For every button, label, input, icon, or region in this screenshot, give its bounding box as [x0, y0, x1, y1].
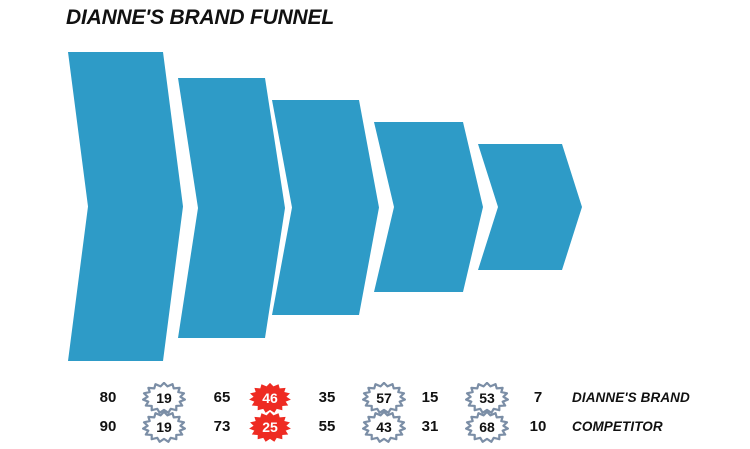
conversion-badge-value: 46	[262, 390, 278, 406]
table-cell-value: 73	[213, 418, 231, 435]
starburst-icon	[249, 382, 291, 413]
conversion-badge-value: 19	[156, 419, 172, 435]
funnel-data-table: 80 19 65 46 35 57 15 53 7 DIANNE'S BRAND 90 19 73 25…	[0, 382, 750, 446]
conversion-badge-value: 43	[376, 419, 392, 435]
page-title: DIANNE'S BRAND FUNNEL	[66, 6, 334, 29]
table-cell-value: 15	[421, 389, 439, 406]
starburst-icon	[465, 382, 509, 414]
conversion-badge: 68	[464, 411, 510, 443]
table-cell-value: 31	[421, 418, 439, 435]
conversion-badge: 43	[361, 411, 407, 443]
starburst-icon	[142, 382, 186, 414]
funnel-diagram: AWARECONSIDERPREFERBUYLOYAL	[0, 40, 750, 375]
series-legend-label: COMPETITOR	[572, 419, 663, 434]
starburst-icon	[465, 411, 509, 443]
conversion-badge: 19	[141, 411, 187, 443]
table-cell-value: 35	[318, 389, 336, 406]
table-row: 80 19 65 46 35 57 15 53 7 DIANNE'S BRAND	[0, 382, 750, 414]
table-cell-value: 80	[99, 389, 117, 406]
conversion-badge-highlighted: 25	[247, 411, 293, 443]
funnel-segment-consider[interactable]	[178, 78, 285, 338]
starburst-icon	[362, 382, 406, 414]
conversion-badge-value: 68	[479, 419, 495, 435]
table-cell-value: 65	[213, 389, 231, 406]
funnel-segment-loyal[interactable]	[478, 144, 582, 270]
starburst-icon	[249, 411, 291, 442]
table-cell-value: 90	[99, 418, 117, 435]
conversion-badge-value: 53	[479, 390, 495, 406]
conversion-badge-highlighted: 46	[247, 382, 293, 414]
funnel-segment-aware[interactable]	[68, 52, 183, 361]
starburst-icon	[362, 411, 406, 443]
funnel-segment-prefer[interactable]	[272, 100, 379, 315]
conversion-badge-value: 19	[156, 390, 172, 406]
table-cell-value: 55	[318, 418, 336, 435]
starburst-icon	[142, 411, 186, 443]
table-row: 90 19 73 25 55 43 31 68 10 COMPETITOR	[0, 411, 750, 443]
table-cell-value: 10	[529, 418, 547, 435]
conversion-badge: 57	[361, 382, 407, 414]
conversion-badge-value: 57	[376, 390, 392, 406]
funnel-segment-buy[interactable]	[374, 122, 483, 292]
series-legend-label: DIANNE'S BRAND	[572, 390, 690, 405]
conversion-badge: 53	[464, 382, 510, 414]
table-cell-value: 7	[533, 389, 543, 406]
funnel-svg: AWARECONSIDERPREFERBUYLOYAL	[68, 52, 582, 361]
conversion-badge: 19	[141, 382, 187, 414]
conversion-badge-value: 25	[262, 419, 278, 435]
